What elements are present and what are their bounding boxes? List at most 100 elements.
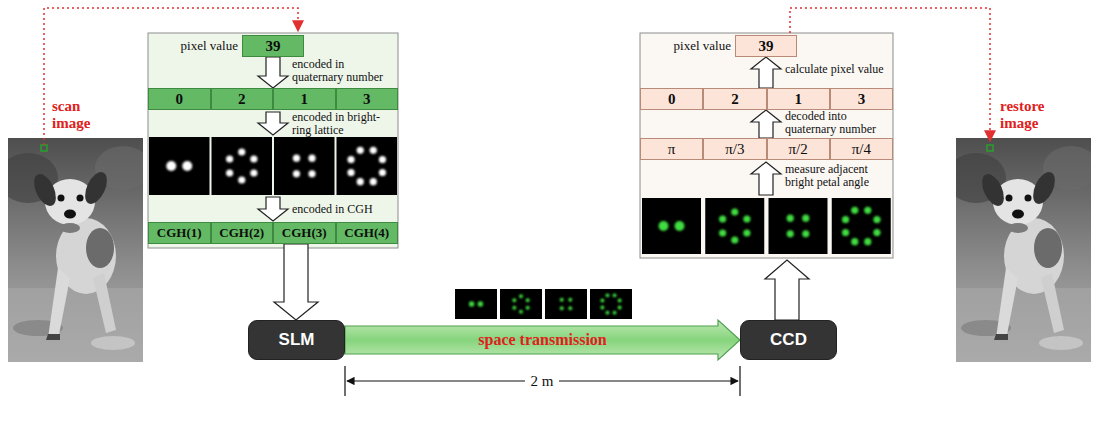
angle-box: π: [640, 138, 703, 160]
quaternary-digit-box: 2: [703, 88, 766, 110]
box-text: CCD: [770, 331, 807, 350]
bright-petal: [743, 229, 750, 236]
bright-petal: [512, 298, 516, 302]
bright-petal: [182, 161, 192, 171]
box-text: 3: [363, 91, 371, 108]
dimension-label: 2 m: [525, 373, 560, 390]
bright-petal: [600, 298, 604, 302]
box-text: 2: [238, 91, 246, 108]
quaternary-digit-box: 1: [767, 88, 830, 110]
box-text: 1: [301, 91, 309, 108]
lattice-image: [545, 289, 587, 319]
scan-photo: [0, 138, 151, 362]
transmission-arrow: [345, 320, 740, 360]
bright-petal: [226, 169, 233, 176]
bright-petal: [842, 229, 849, 236]
bright-petal: [347, 169, 354, 176]
bright-petal: [787, 215, 794, 222]
bright-petal: [851, 238, 858, 245]
step-label: measure adjacent bright petal angle: [785, 163, 891, 189]
bright-petal: [864, 238, 871, 245]
bright-petal: [238, 176, 245, 183]
bright-petal: [600, 306, 604, 310]
bright-petal: [568, 298, 572, 302]
quaternary-digit-box: 0: [640, 88, 703, 110]
lattice-image: [769, 198, 828, 254]
process-arrow: [258, 112, 288, 135]
image-caption: scan image: [52, 98, 104, 133]
bright-petal: [519, 310, 523, 314]
bright-petal: [719, 229, 726, 236]
box-text: 0: [176, 91, 184, 108]
bright-petal: [166, 161, 176, 171]
petal-images: [149, 137, 891, 319]
bright-petal: [851, 207, 858, 214]
bright-petal: [308, 155, 315, 162]
device-box: SLM: [248, 320, 345, 360]
bright-petal: [618, 298, 622, 302]
bright-petal: [719, 215, 726, 222]
restored-photo: [946, 138, 1099, 362]
bright-petal: [787, 230, 794, 237]
pixel-value-box: 39: [735, 35, 797, 57]
bright-petal: [873, 216, 880, 223]
process-arrow: [258, 197, 288, 221]
scan-leader: [44, 8, 298, 145]
pixel-value-box: 39: [242, 35, 304, 57]
lattice-image: [642, 198, 701, 254]
bright-petal: [370, 147, 377, 154]
bright-petal: [560, 306, 564, 310]
box-text: 3: [858, 91, 866, 108]
bright-petal: [357, 178, 364, 185]
lattice-image: [274, 137, 335, 195]
box-text: 39: [266, 38, 281, 55]
bright-petal: [250, 169, 257, 176]
bright-petal: [478, 301, 484, 307]
bright-petal: [293, 155, 300, 162]
step-label: encoded in bright-ring lattice: [292, 111, 396, 137]
lattice-image: [337, 137, 398, 195]
image-caption: restore image: [1000, 98, 1064, 133]
bright-petal: [568, 306, 572, 310]
bright-petal: [226, 155, 233, 162]
box-text: π/4: [852, 141, 871, 158]
quaternary-digit-box: 3: [336, 88, 399, 110]
lattice-image: [590, 289, 632, 319]
pixel-marker: [41, 145, 47, 151]
process-arrow: [751, 57, 781, 88]
quaternary-digit-box: 2: [211, 88, 274, 110]
bright-petal: [731, 236, 738, 243]
cgh-box: CGH(2): [211, 222, 274, 244]
bright-petal: [618, 306, 622, 310]
bright-petal: [238, 148, 245, 155]
edge-label: space transmission: [478, 331, 606, 349]
bright-petal: [357, 147, 364, 154]
box-text: CGH(4): [344, 226, 389, 240]
bright-petal: [512, 306, 516, 310]
bright-petal: [802, 230, 809, 237]
encode-panel: [148, 33, 398, 248]
box-text: CGH(3): [282, 226, 327, 240]
process-arrow: [765, 260, 809, 320]
box-text: CGH(2): [219, 226, 264, 240]
bright-petal: [308, 170, 315, 177]
bright-petal: [293, 170, 300, 177]
bright-petal: [731, 208, 738, 215]
cgh-box: CGH(4): [336, 222, 399, 244]
bright-petal: [347, 156, 354, 163]
bright-petal: [379, 156, 386, 163]
device-box: CCD: [740, 320, 837, 360]
bright-petal: [379, 169, 386, 176]
lattice-image: [832, 198, 891, 254]
dimension-tick: [345, 366, 740, 396]
edge-label: calculate pixel value: [785, 63, 891, 76]
pixel-marker: [987, 145, 993, 151]
process-arrow: [751, 162, 781, 195]
bright-petal: [250, 155, 257, 162]
bright-petal: [613, 311, 617, 315]
box-text: 0: [668, 91, 676, 108]
bright-petal: [613, 293, 617, 297]
lattice-image: [212, 137, 273, 195]
quaternary-digit-box: 3: [830, 88, 893, 110]
